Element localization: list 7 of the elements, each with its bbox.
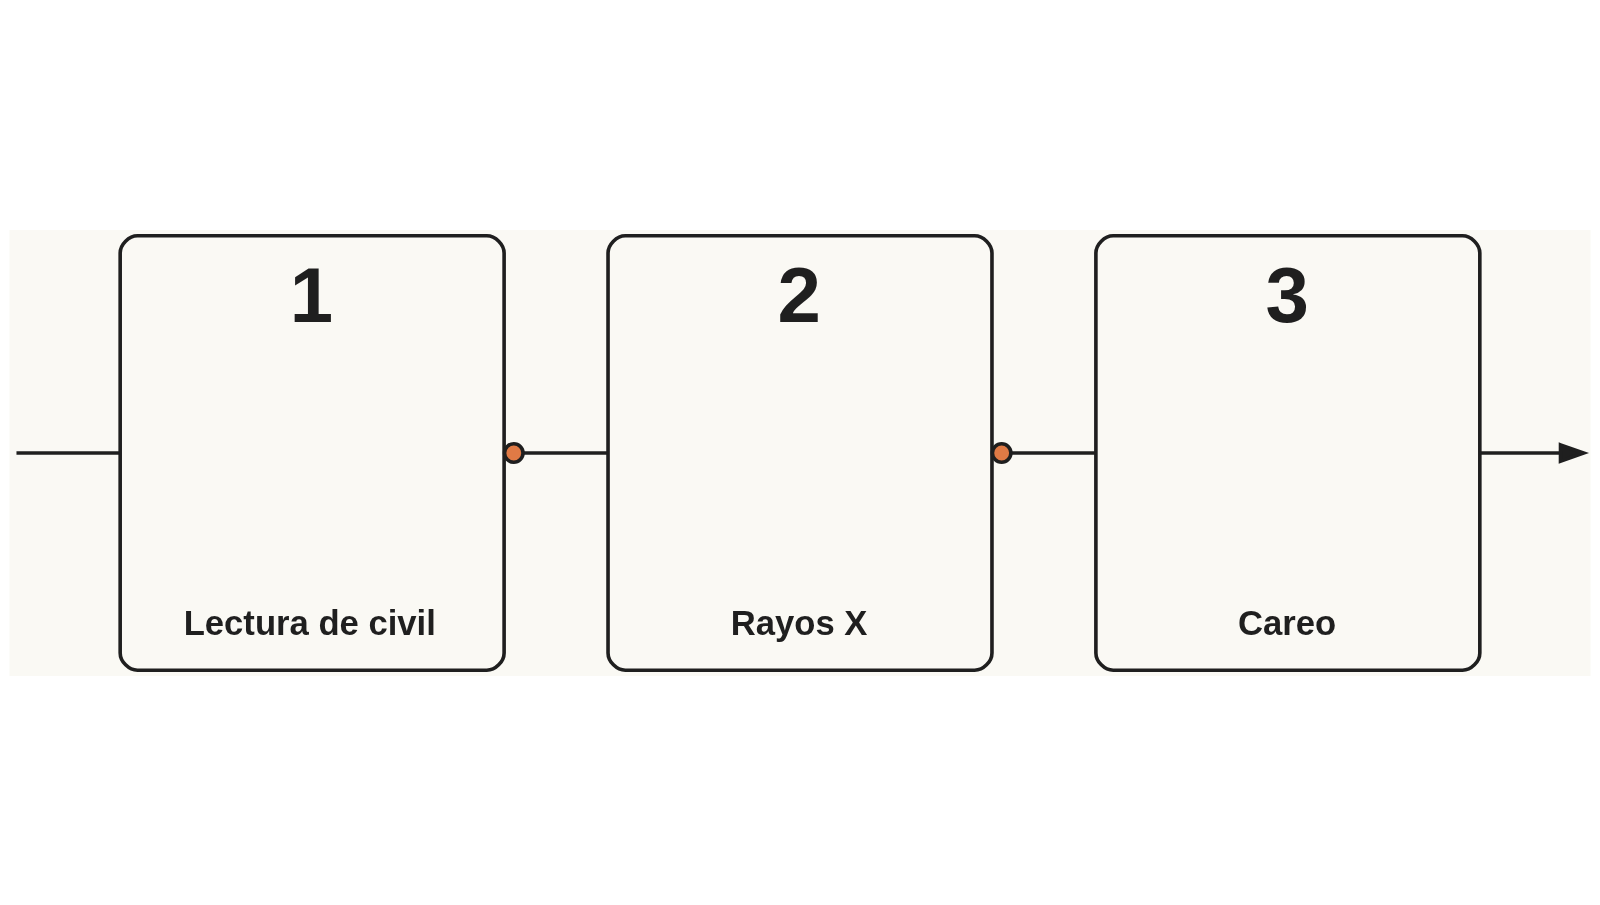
arrow <box>1479 441 1590 464</box>
node-box: 1 Lectura de civil <box>118 233 506 672</box>
connector <box>16 450 120 455</box>
node-box: 3 Careo <box>1094 233 1482 672</box>
node-box: 2 Rayos X <box>606 233 994 672</box>
connector <box>990 441 1096 464</box>
connector <box>502 441 608 464</box>
